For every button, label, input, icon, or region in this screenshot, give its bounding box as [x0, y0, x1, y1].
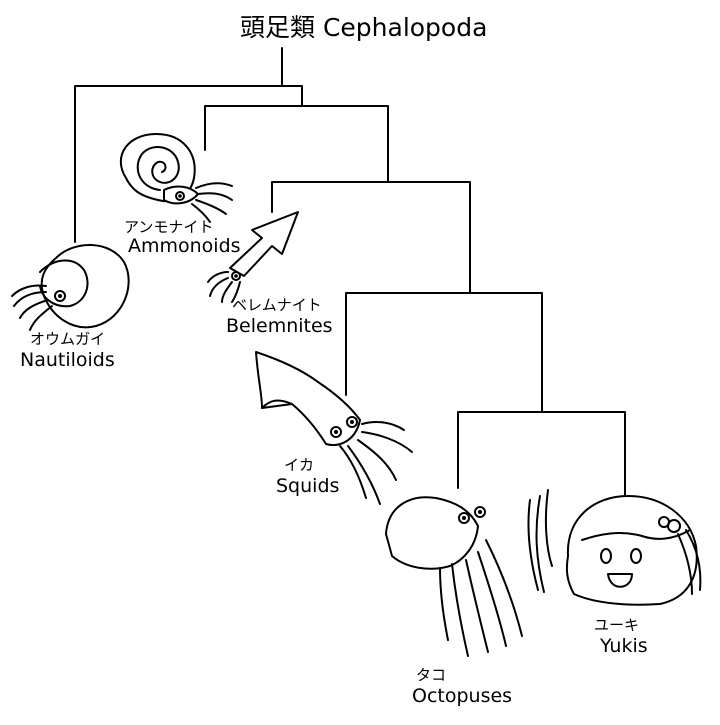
squids-label-jp: イカ — [284, 456, 314, 474]
octopuses-label-en: Octopuses — [412, 685, 512, 707]
ammonite-icon — [120, 133, 233, 223]
octopuses-label-jp: タコ — [416, 666, 446, 684]
belemnites-label-jp: ベレムナイト — [232, 296, 322, 314]
squids-label-en: Squids — [276, 475, 339, 497]
yuki-girl-icon — [527, 489, 702, 606]
nautiloids-label-en: Nautiloids — [20, 349, 115, 371]
diagram-title: 頭足類 Cephalopoda — [240, 13, 487, 42]
squid-icon — [255, 351, 413, 505]
yukis-label-en: Yukis — [599, 635, 648, 657]
ammonoids-label-en: Ammonoids — [128, 235, 241, 257]
belemnite-icon — [207, 211, 299, 303]
cladogram-tree — [74, 47, 626, 506]
yukis-label-jp: ユーキ — [594, 616, 639, 634]
octopus-icon — [385, 496, 523, 657]
nautiloids-label-jp: オウムガイ — [30, 330, 105, 348]
nautilus-icon — [11, 244, 130, 331]
ammonoids-label-jp: アンモナイト — [124, 218, 213, 236]
belemnites-label-en: Belemnites — [226, 315, 333, 337]
